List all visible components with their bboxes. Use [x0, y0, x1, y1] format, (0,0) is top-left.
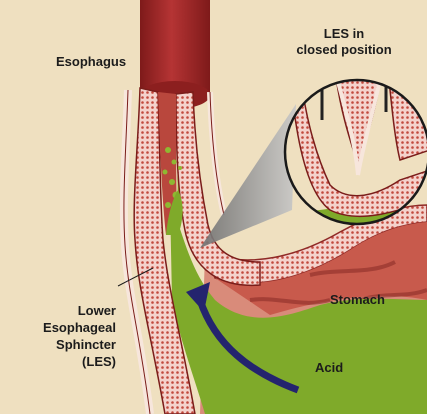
- label-les-closed-line1: LES in: [323, 26, 365, 41]
- zoom-cone: [200, 104, 296, 248]
- label-les-line2: Esophageal: [43, 320, 116, 335]
- zoom-inset: [283, 78, 427, 226]
- acid-pool: [170, 200, 427, 414]
- esophagus-wall-right: [175, 91, 261, 287]
- esophagus-wall-left: [119, 87, 196, 414]
- acid-reflux-arrow: [186, 282, 300, 394]
- label-les-line1: Lower: [77, 303, 116, 318]
- label-les-closed: LES in closed position: [283, 26, 405, 58]
- label-stomach: Stomach: [330, 292, 385, 307]
- label-les-line4: (LES): [82, 354, 116, 369]
- label-esophagus: Esophagus: [56, 54, 127, 69]
- label-acid: Acid: [315, 360, 344, 375]
- label-les: Lower Esophageal Sphincter (LES): [30, 302, 116, 370]
- label-les-line3: Sphincter: [56, 337, 116, 352]
- les-pointer-line: [117, 267, 154, 287]
- label-les-closed-line2: closed position: [296, 42, 392, 57]
